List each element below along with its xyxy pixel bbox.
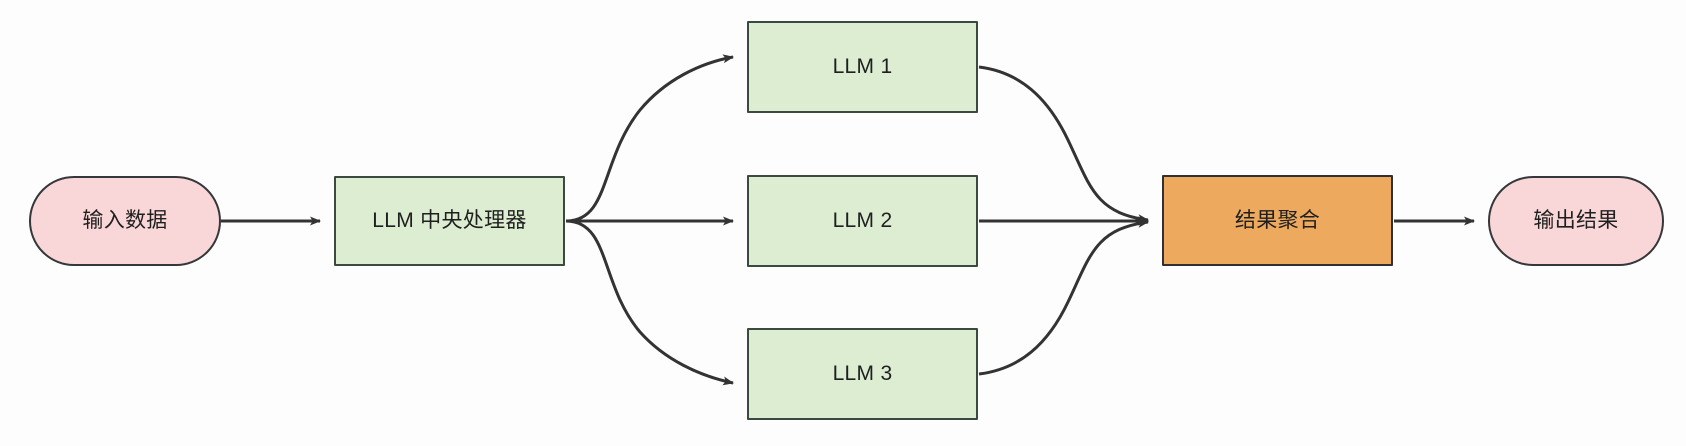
node-llm-3[interactable]: LLM 3 xyxy=(747,328,978,420)
node-llm-central-processor-label: LLM 中央处理器 xyxy=(372,209,527,233)
edge-dispatcher-to-llm1 xyxy=(565,54,734,223)
node-llm-1-label: LLM 1 xyxy=(832,55,893,79)
node-result-aggregation-label: 结果聚合 xyxy=(1234,208,1321,232)
node-output-result[interactable]: 输出结果 xyxy=(1488,176,1664,266)
node-llm-2[interactable]: LLM 2 xyxy=(747,175,978,267)
node-llm-2-label: LLM 2 xyxy=(832,209,893,233)
node-llm-1[interactable]: LLM 1 xyxy=(747,21,978,113)
node-input-data-label: 输入数据 xyxy=(82,209,168,233)
node-result-aggregation[interactable]: 结果聚合 xyxy=(1162,175,1393,266)
node-llm-central-processor[interactable]: LLM 中央处理器 xyxy=(334,176,565,266)
node-output-result-label: 输出结果 xyxy=(1533,209,1619,233)
node-input-data[interactable]: 输入数据 xyxy=(29,176,221,266)
edge-dispatcher-to-llm3 xyxy=(565,219,734,386)
node-llm-3-label: LLM 3 xyxy=(832,362,893,386)
edge-llm3-to-aggregate xyxy=(978,218,1149,376)
edge-llm1-to-aggregate xyxy=(978,65,1149,224)
